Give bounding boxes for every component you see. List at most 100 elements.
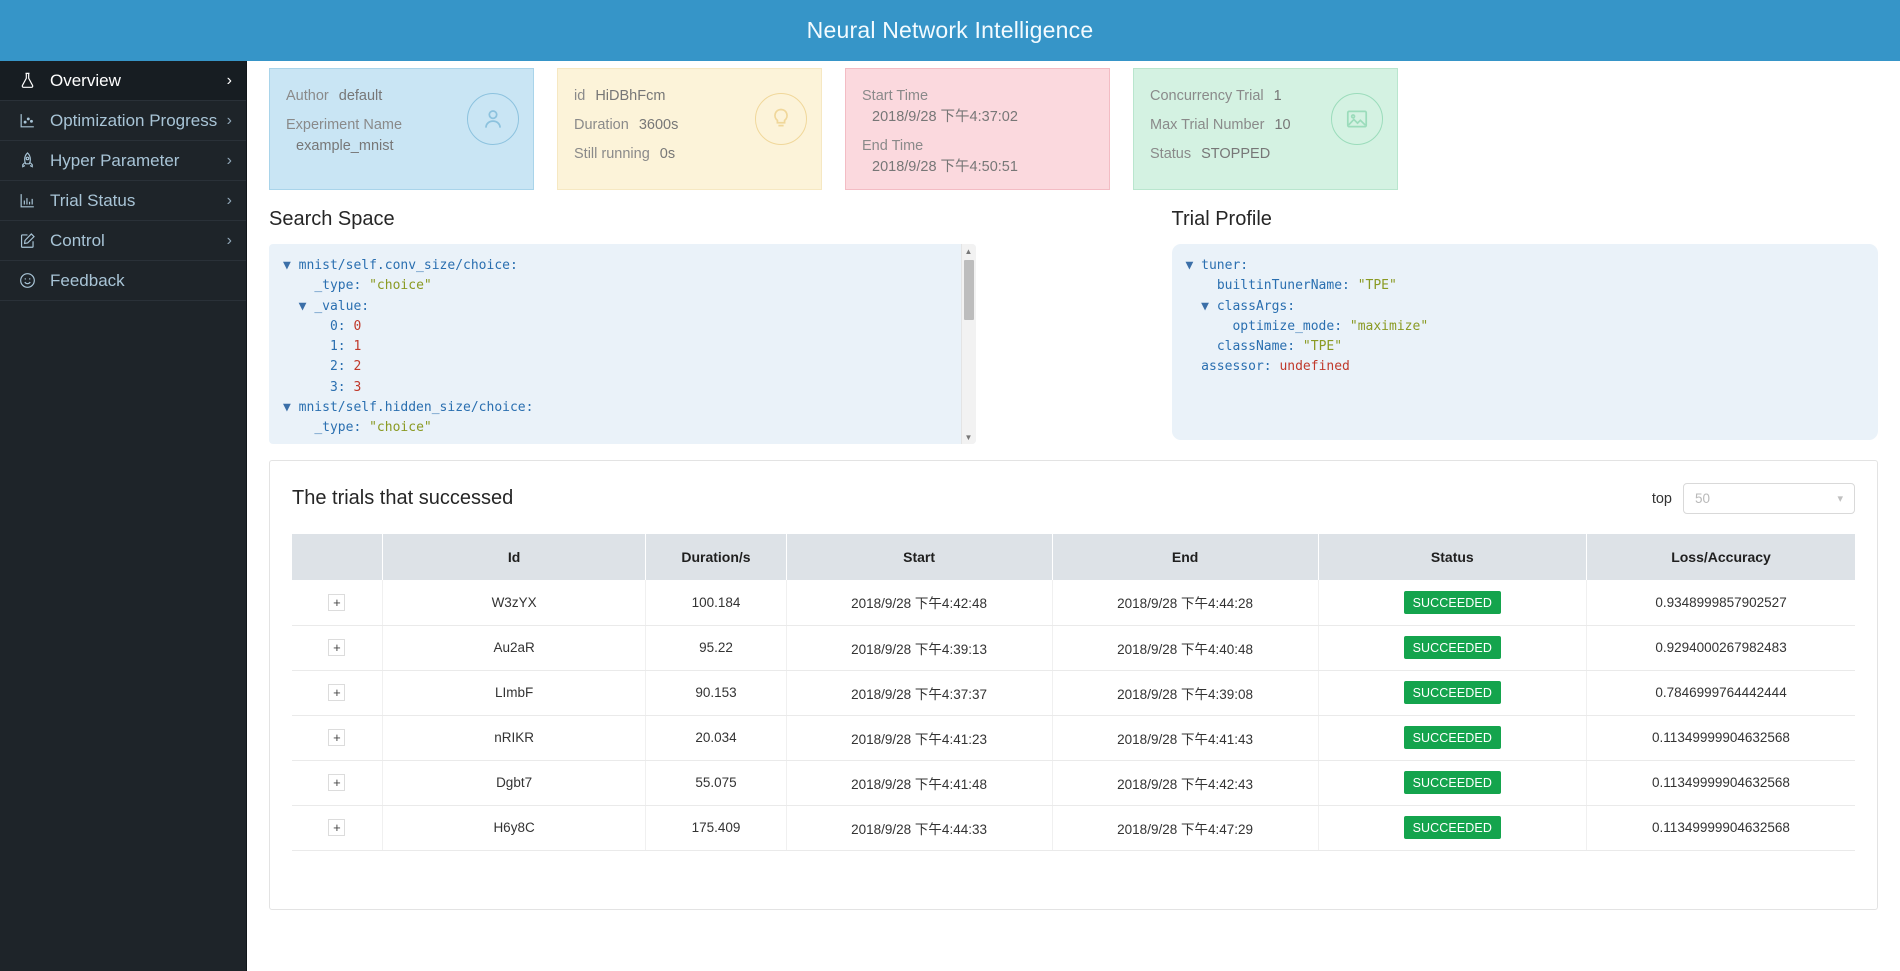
chevron-down-icon: ▾ <box>1837 493 1843 505</box>
trials-card: The trials that successed top 50 ▾ <box>269 460 1878 910</box>
triangle-toggle-icon[interactable]: ▼ <box>1185 258 1202 273</box>
experiment-id-value: HiDBhFcm <box>595 88 666 104</box>
cell-status: SUCCEEDED <box>1318 715 1588 761</box>
json-key: _type: <box>314 420 362 436</box>
expand-row-button[interactable]: + <box>328 774 346 791</box>
scroll-down-icon[interactable]: ▼ <box>964 432 973 442</box>
top-select-value: 50 <box>1695 491 1711 506</box>
duration-label: Duration <box>574 117 629 134</box>
cell-status: SUCCEEDED <box>1318 670 1588 716</box>
page-title: Neural Network Intelligence <box>806 17 1094 43</box>
trial-profile-panel: Trial Profile ▼ tuner: builtinTunerName:… <box>1171 208 1879 444</box>
json-line: _type: "choice" <box>283 418 976 438</box>
search-space-panel: Search Space ▼ mnist/self.conv_size/choi… <box>269 208 976 444</box>
column-header-expander[interactable] <box>292 534 383 580</box>
column-header-start[interactable]: Start <box>786 534 1053 580</box>
status-value: STOPPED <box>1201 146 1271 163</box>
search-space-scrollbar[interactable]: ▲ ▼ <box>960 244 976 444</box>
cell-status: SUCCEEDED <box>1318 625 1588 671</box>
start-time-row: Start Time 2018/9/28 下午4:37:02 <box>862 87 1095 126</box>
trial-profile-title: Trial Profile <box>1171 208 1272 230</box>
start-time-value: 2018/9/28 下午4:37:02 <box>872 109 1018 126</box>
json-line[interactable]: ▼ mnist/self.hidden_size/choice: <box>283 398 976 418</box>
bar-chart-icon <box>16 190 38 212</box>
column-header-id[interactable]: Id <box>382 534 647 580</box>
triangle-toggle-icon[interactable]: ▼ <box>283 258 299 273</box>
cell-id: Au2aR <box>382 625 647 671</box>
json-line: 2: 2 <box>283 357 976 377</box>
top-select[interactable]: 50 ▾ <box>1683 483 1855 514</box>
experiment-name-label: Experiment Name <box>286 117 403 134</box>
json-value: "choice" <box>369 420 432 436</box>
json-key: className: <box>1216 339 1296 355</box>
json-line: optimize_mode: "maximize" <box>1186 317 1879 337</box>
experiment-card: id HiDBhFcm Duration 3600s Still running… <box>557 68 822 190</box>
triangle-toggle-icon[interactable]: ▼ <box>298 298 315 314</box>
search-space-title: Search Space <box>269 208 395 230</box>
expand-row-button[interactable]: + <box>328 819 346 836</box>
sidebar-item-trial-status[interactable]: Trial Status› <box>0 181 246 221</box>
status-badge: SUCCEEDED <box>1403 636 1501 659</box>
edit-icon <box>16 230 38 252</box>
triangle-toggle-icon[interactable]: ▼ <box>1201 298 1217 314</box>
experiment-id-row: id HiDBhFcm <box>574 87 807 105</box>
expand-row-button[interactable]: + <box>328 593 346 611</box>
cell-end: 2018/9/28 下午4:47:29 <box>1052 805 1319 851</box>
cell-end: 2018/9/28 下午4:39:08 <box>1052 670 1319 716</box>
scroll-up-icon[interactable]: ▲ <box>964 246 973 256</box>
row-expander-cell: + <box>292 625 383 671</box>
cell-duration: 90.153 <box>645 670 787 716</box>
cell-id: H6y8C <box>382 805 647 851</box>
status-label: Status <box>1150 146 1192 163</box>
json-key: 2: <box>329 359 346 375</box>
sidebar-item-optimization-progress[interactable]: Optimization Progress› <box>0 101 246 141</box>
sidebar-item-overview[interactable]: Overview› <box>0 61 246 101</box>
end-time-value: 2018/9/28 下午4:50:51 <box>872 159 1018 176</box>
json-line[interactable]: ▼ tuner: <box>1186 256 1879 276</box>
json-key: tuner: <box>1201 258 1249 273</box>
sidebar-item-label: Overview <box>50 70 121 90</box>
row-expander-cell: + <box>292 670 383 716</box>
sidebar-item-control[interactable]: Control› <box>0 221 246 261</box>
trial-profile-json: ▼ tuner: builtinTunerName: "TPE" ▼ class… <box>1171 244 1879 440</box>
cell-start: 2018/9/28 下午4:41:23 <box>786 715 1053 761</box>
concurrency-row: Concurrency Trial 1 <box>1150 87 1383 105</box>
column-header-status[interactable]: Status <box>1318 534 1588 580</box>
column-header-end[interactable]: End <box>1052 534 1319 580</box>
user-icon <box>467 93 519 145</box>
cell-loss-accuracy: 0.11349999904632568 <box>1586 715 1855 761</box>
cell-status: SUCCEEDED <box>1318 760 1588 806</box>
json-value: "choice" <box>369 278 432 294</box>
json-line[interactable]: ▼ _value: <box>283 297 976 317</box>
expand-row-button[interactable]: + <box>328 729 346 746</box>
cell-start: 2018/9/28 下午4:39:13 <box>786 625 1053 671</box>
json-line: _type: "choice" <box>283 276 976 296</box>
expand-row-button[interactable]: + <box>328 639 346 656</box>
duration-value: 3600s <box>638 117 679 134</box>
sidebar-item-hyper-parameter[interactable]: Hyper Parameter› <box>0 141 246 181</box>
row-expander-cell: + <box>292 805 383 851</box>
author-card: Author default Experiment Name example_m… <box>269 68 534 190</box>
expand-row-button[interactable]: + <box>328 684 346 701</box>
time-card: Start Time 2018/9/28 下午4:37:02 End Time … <box>845 68 1110 190</box>
end-time-label: End Time <box>862 138 924 155</box>
cell-status: SUCCEEDED <box>1318 805 1588 851</box>
column-header-duration-s[interactable]: Duration/s <box>645 534 787 580</box>
sidebar-item-label: Hyper Parameter <box>50 150 180 170</box>
json-line: assessor: undefined <box>1186 357 1879 377</box>
chevron-right-icon: › <box>226 111 232 129</box>
json-line[interactable]: ▼ classArgs: <box>1186 297 1879 317</box>
smiley-icon <box>16 270 38 292</box>
scrollbar-thumb[interactable] <box>963 260 974 320</box>
json-line[interactable]: ▼ mnist/self.conv_size/choice: <box>283 256 976 276</box>
sidebar-item-feedback[interactable]: Feedback <box>0 261 246 301</box>
triangle-toggle-icon[interactable]: ▼ <box>283 400 299 416</box>
column-header-loss-accuracy[interactable]: Loss/Accuracy <box>1586 534 1855 580</box>
start-time-label: Start Time <box>862 88 929 104</box>
author-label: Author <box>286 88 329 104</box>
row-expander-cell: + <box>292 760 383 806</box>
json-line: 3: 3 <box>283 378 976 398</box>
